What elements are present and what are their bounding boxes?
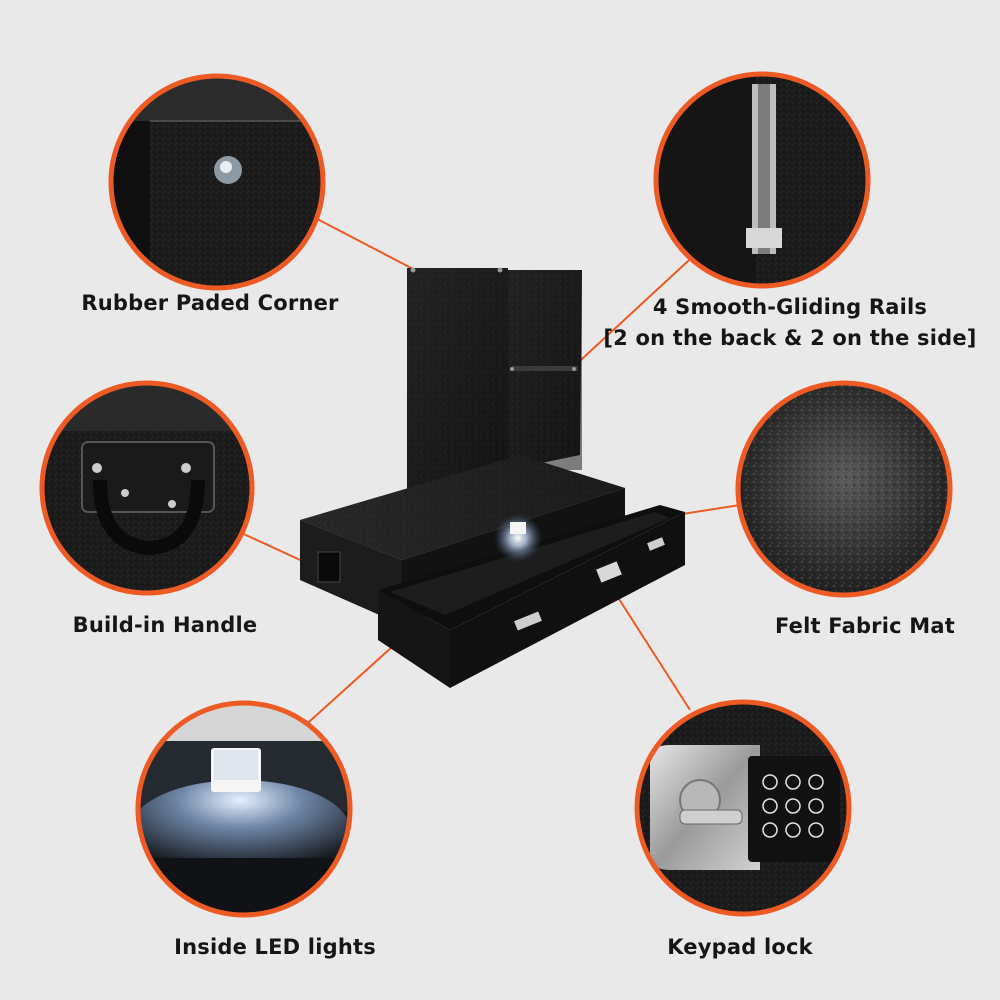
leader-line-rubber [299, 209, 416, 271]
label-rails-line1: 4 Smooth-Gliding Rails [652, 295, 928, 319]
side-panel [407, 267, 508, 498]
back-panel [508, 270, 582, 470]
label-rails-line2: [2 on the back & 2 on the side] [603, 326, 977, 350]
gun-safe-product [300, 267, 685, 688]
label-rails: 4 Smooth-Gliding Rails [2 on the back & … [590, 292, 990, 354]
leader-line-keypad [609, 584, 691, 711]
callout-handle [39, 380, 255, 596]
callout-rubber-corner [108, 73, 326, 291]
label-rubber-corner: Rubber Paded Corner [81, 291, 339, 315]
open-drawer [378, 505, 685, 688]
callout-keypad-lock [634, 699, 852, 917]
callout-rails [653, 71, 871, 289]
label-handle: Build-in Handle [72, 613, 258, 637]
label-keypad-lock: Keypad lock [667, 935, 813, 959]
leader-line-rails [569, 249, 701, 371]
callout-felt-mat [735, 380, 953, 598]
callout-led-lights [135, 700, 353, 918]
label-led-lights: Inside LED lights [174, 935, 376, 959]
label-felt-mat: Felt Fabric Mat [774, 614, 956, 638]
